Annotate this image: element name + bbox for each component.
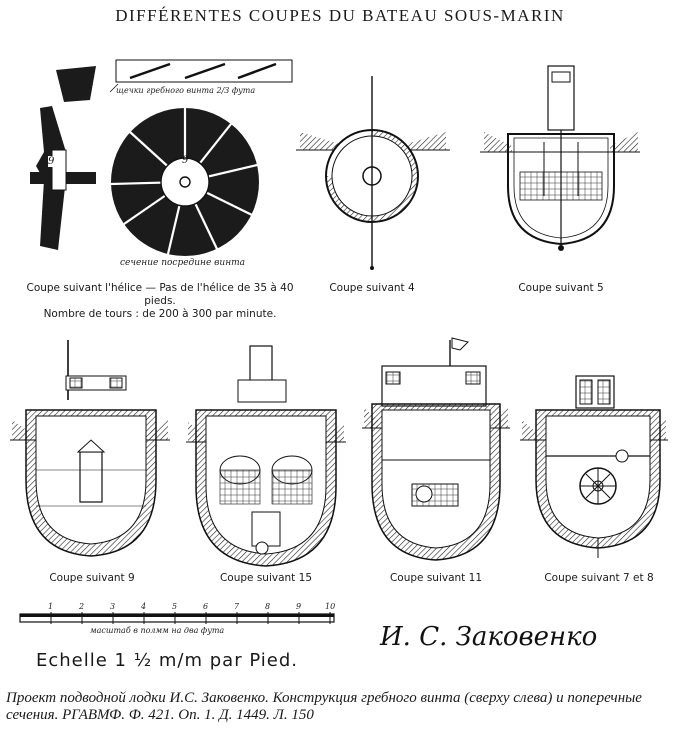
scale-tick: 7 <box>234 602 240 611</box>
section-caption: Coupe suivant 5 <box>518 282 604 294</box>
section-9-drawing <box>10 340 170 557</box>
section-15-drawing <box>186 345 346 567</box>
propeller-caption-line1: Coupe suivant l'hélice — Pas de l'hélice… <box>26 282 294 307</box>
propeller-disk-note: сечение посредине винта <box>120 258 246 268</box>
scale-bar <box>19 612 335 624</box>
propeller-blade-number: 9 <box>48 156 55 167</box>
scale-tick: 1 <box>48 602 54 611</box>
scale-tick-labels: 1 2 3 4 5 6 7 8 9 10 <box>20 602 340 614</box>
scale-tick: 10 <box>325 602 336 611</box>
section-caption: Coupe suivant 9 <box>49 572 135 584</box>
propeller-blades-detail <box>109 59 293 93</box>
scale-tick: 4 <box>141 602 147 611</box>
propeller-disk <box>110 108 259 256</box>
propeller-blade-sketch <box>56 66 96 102</box>
section-11-drawing <box>362 337 510 561</box>
section-caption: Coupe suivant 4 <box>329 282 415 294</box>
scale-tick: 3 <box>110 602 116 611</box>
section-caption: Coupe suivant 11 <box>389 572 483 584</box>
propeller-side-view <box>30 106 96 250</box>
propeller-caption: Coupe suivant l'hélice — Pas de l'hélice… <box>10 282 310 321</box>
section-4-drawing <box>296 76 450 270</box>
section-caption: Coupe suivant 7 et 8 <box>544 572 654 584</box>
section-caption: Coupe suivant 15 <box>219 572 313 584</box>
scale-tick: 8 <box>265 602 271 611</box>
scale-tick: 5 <box>172 602 178 611</box>
scale-tick: 2 <box>79 602 85 611</box>
propeller-top-note: щечки гребного винта 2/3 фута <box>116 86 256 95</box>
propeller-drawing <box>30 59 293 256</box>
scale-tick: 6 <box>203 602 209 611</box>
scale-tick: 9 <box>296 602 302 611</box>
scale-handwritten-note: масштаб в полмм на два фута <box>90 626 225 635</box>
propeller-disk-number: 9 <box>182 155 189 166</box>
archive-footnote: Проект подводной лодки И.С. Заковенко. К… <box>6 690 642 723</box>
page-title: DIFFÉRENTES COUPES DU BATEAU SOUS-MARIN <box>115 6 565 25</box>
drawing-canvas <box>10 59 668 624</box>
signature: И. С. Заковенко <box>380 622 598 652</box>
propeller-caption-line2: Nombre de tours : de 200 à 300 par minut… <box>43 308 277 320</box>
scale-label: Echelle 1 ½ m/m par Pied. <box>36 650 299 671</box>
section-5-drawing <box>480 65 640 251</box>
section-7-8-drawing <box>520 375 668 558</box>
